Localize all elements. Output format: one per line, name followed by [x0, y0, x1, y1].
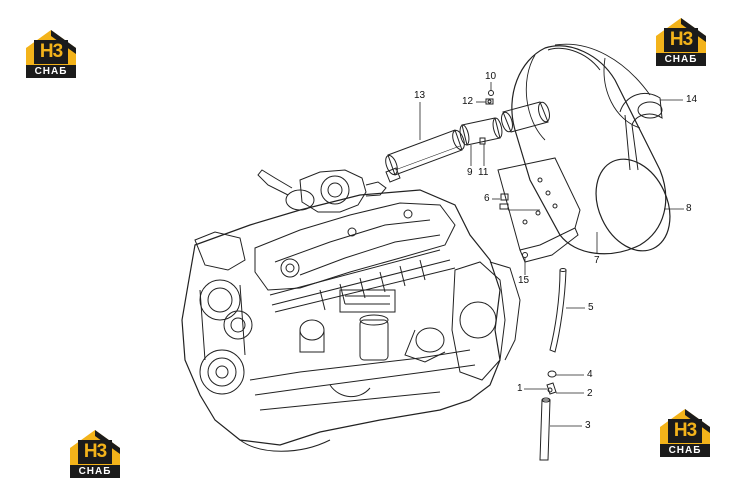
callout-10: 10: [485, 71, 497, 82]
muffler: [511, 43, 671, 255]
callout-15: 15: [518, 275, 530, 286]
logo-mark-text: H3: [664, 28, 698, 52]
logo-mark-text: H3: [34, 40, 68, 64]
callout-12: 12: [462, 96, 474, 107]
callout-14: 14: [686, 94, 698, 105]
callout-5: 5: [588, 302, 594, 313]
clamp-9: [459, 117, 503, 146]
callout-11: 11: [478, 167, 489, 178]
brand-logo-bottom-right: H3 СНАБ: [656, 407, 714, 459]
tube-clamp-4: [547, 370, 557, 378]
callout-4: 4: [587, 369, 593, 380]
fastener-11: [479, 137, 486, 145]
drain-tube-5: [549, 268, 567, 353]
fastener-10: [488, 90, 494, 96]
callout-2: 2: [587, 388, 593, 399]
logo-wordmark: СНАБ: [660, 444, 710, 457]
engine-block: [181, 169, 521, 452]
fitting-1-2: [546, 382, 557, 395]
flex-pipe: [501, 101, 550, 133]
logo-wordmark: СНАБ: [70, 465, 120, 478]
logo-mark-text: H3: [78, 440, 112, 464]
logo-wordmark: СНАБ: [26, 65, 76, 78]
exhaust-pipe-13: [385, 129, 465, 176]
callout-9: 9: [467, 167, 473, 178]
callout-1: 1: [517, 383, 523, 394]
mounting-bracket: [497, 157, 581, 263]
callout-6: 6: [484, 193, 490, 204]
brand-logo-bottom-left: H3 СНАБ: [66, 428, 124, 480]
brand-logo-top-right: H3 СНАБ: [652, 16, 710, 68]
callout-7: 7: [594, 255, 600, 266]
fastener-15: [522, 252, 528, 258]
fastener-12: [485, 98, 494, 105]
leader-lines: [419, 82, 684, 427]
logo-mark-text: H3: [668, 419, 702, 443]
drain-hose-3: [539, 397, 551, 461]
logo-wordmark: СНАБ: [656, 53, 706, 66]
fastener-6: [499, 193, 509, 210]
brand-logo-top-left: H3 СНАБ: [22, 28, 80, 80]
callout-13: 13: [414, 90, 426, 101]
callout-8: 8: [686, 203, 692, 214]
callout-3: 3: [585, 420, 591, 431]
